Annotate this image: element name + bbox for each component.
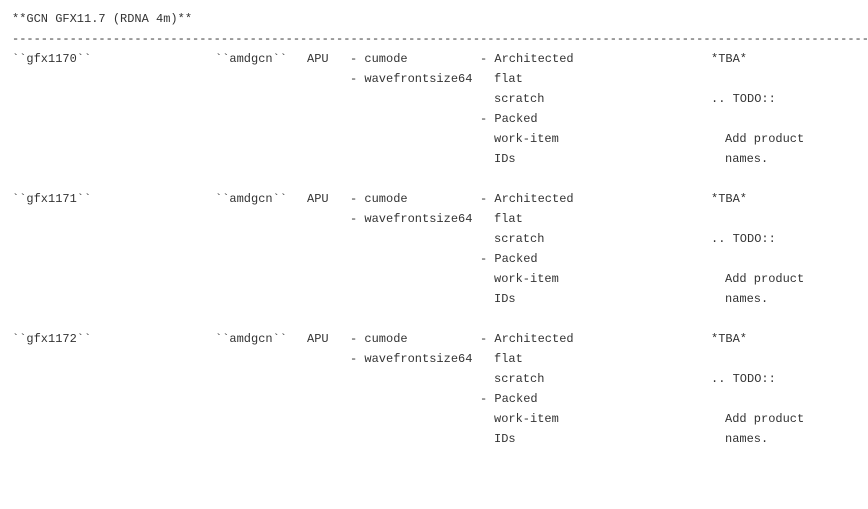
row-line: work-item Add product (12, 129, 868, 149)
row-line: scratch .. TODO:: (12, 229, 868, 249)
document: **GCN GFX11.7 (RDNA 4m)** --------------… (12, 9, 868, 449)
row-line: scratch .. TODO:: (12, 369, 868, 389)
row-line: IDs names. (12, 429, 868, 449)
architecture: ``amdgcn`` (215, 52, 288, 66)
firmware-feature: - Packed (480, 112, 538, 126)
row-line: ``gfx1171`` ``amdgcn`` APU - cumode - Ar… (12, 189, 868, 209)
target-feature: - cumode (350, 192, 408, 206)
firmware-feature: - Packed (480, 392, 538, 406)
firmware-feature: IDs (494, 432, 516, 446)
target-feature: - wavefrontsize64 (350, 352, 473, 366)
firmware-feature: - Architected (480, 52, 574, 66)
row-line: scratch .. TODO:: (12, 89, 868, 109)
product-name: *TBA* (711, 192, 748, 206)
product-note: names. (725, 292, 769, 306)
row-line: - Packed (12, 249, 868, 269)
firmware-feature: scratch (494, 232, 545, 246)
architecture: ``amdgcn`` (215, 332, 288, 346)
row-line: ``gfx1170`` ``amdgcn`` APU - cumode - Ar… (12, 49, 868, 69)
row-line: - Packed (12, 389, 868, 409)
row-line: - Packed (12, 109, 868, 129)
product-name: *TBA* (711, 52, 748, 66)
processor-name: ``gfx1172`` (12, 332, 92, 346)
row-spacer (12, 169, 868, 189)
firmware-feature: IDs (494, 152, 516, 166)
product-note: .. TODO:: (711, 232, 776, 246)
product-note: Add product (725, 412, 805, 426)
firmware-feature: scratch (494, 92, 545, 106)
target-feature: - cumode (350, 332, 408, 346)
product-note: names. (725, 152, 769, 166)
row-line: - wavefrontsize64 flat (12, 209, 868, 229)
processor-type: APU (307, 52, 329, 66)
product-note: Add product (725, 272, 805, 286)
processor-name: ``gfx1170`` (12, 52, 92, 66)
firmware-feature: work-item (494, 132, 559, 146)
table-row: ``gfx1171`` ``amdgcn`` APU - cumode - Ar… (12, 189, 868, 329)
architecture: ``amdgcn`` (215, 192, 288, 206)
target-feature: - wavefrontsize64 (350, 212, 473, 226)
product-note: .. TODO:: (711, 372, 776, 386)
product-note: names. (725, 432, 769, 446)
row-line: work-item Add product (12, 409, 868, 429)
row-spacer (12, 309, 868, 329)
section-heading: **GCN GFX11.7 (RDNA 4m)** (12, 12, 193, 26)
firmware-feature: - Packed (480, 252, 538, 266)
processor-type: APU (307, 192, 329, 206)
table-row: ``gfx1172`` ``amdgcn`` APU - cumode - Ar… (12, 329, 868, 449)
row-line: work-item Add product (12, 269, 868, 289)
firmware-feature: IDs (494, 292, 516, 306)
table-row: ``gfx1170`` ``amdgcn`` APU - cumode - Ar… (12, 49, 868, 189)
firmware-feature: flat (494, 212, 523, 226)
processor-name: ``gfx1171`` (12, 192, 92, 206)
heading-line: **GCN GFX11.7 (RDNA 4m)** (12, 9, 868, 29)
row-line: - wavefrontsize64 flat (12, 349, 868, 369)
product-note: Add product (725, 132, 805, 146)
firmware-feature: flat (494, 72, 523, 86)
row-line: IDs names. (12, 149, 868, 169)
rule-line: ----------------------------------------… (12, 29, 868, 49)
row-line: IDs names. (12, 289, 868, 309)
product-name: *TBA* (711, 332, 748, 346)
firmware-feature: scratch (494, 372, 545, 386)
processor-type: APU (307, 332, 329, 346)
row-line: ``gfx1172`` ``amdgcn`` APU - cumode - Ar… (12, 329, 868, 349)
firmware-feature: work-item (494, 272, 559, 286)
firmware-feature: - Architected (480, 192, 574, 206)
firmware-feature: - Architected (480, 332, 574, 346)
product-note: .. TODO:: (711, 92, 776, 106)
firmware-feature: flat (494, 352, 523, 366)
horizontal-rule: ----------------------------------------… (12, 32, 868, 46)
target-feature: - wavefrontsize64 (350, 72, 473, 86)
target-feature: - cumode (350, 52, 408, 66)
firmware-feature: work-item (494, 412, 559, 426)
row-line: - wavefrontsize64 flat (12, 69, 868, 89)
